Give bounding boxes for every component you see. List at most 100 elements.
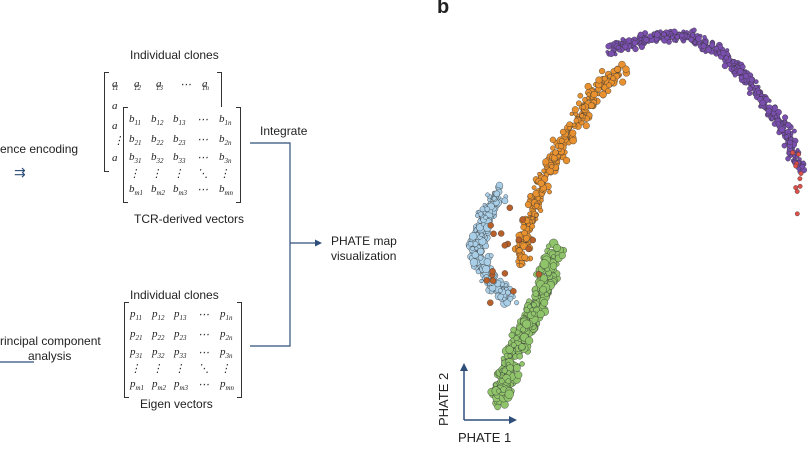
scatter-point — [485, 192, 490, 198]
scatter-point — [557, 147, 562, 152]
matrix-b-cell: b2n — [219, 133, 232, 148]
matrix-b-cell: b12 — [151, 113, 164, 128]
matrix-b-cell: b31 — [129, 151, 142, 166]
scatter-point — [469, 258, 479, 267]
x-axis-label: PHATE 1 — [458, 430, 512, 445]
matrix-p-cell: p3n — [220, 346, 233, 361]
matrix-p-cell: pm3 — [174, 378, 189, 393]
scatter-point — [516, 247, 523, 254]
scatter-point — [638, 44, 645, 51]
scatter-point — [787, 139, 793, 146]
scatter-point — [723, 55, 729, 61]
scatter-point — [503, 283, 508, 288]
x-axis-arrowhead — [509, 416, 517, 424]
scatter-point — [700, 43, 707, 49]
scatter-point — [588, 102, 595, 109]
scatter-point — [622, 43, 629, 50]
scatter-point — [573, 117, 580, 124]
matrix-b-cell: b23 — [173, 133, 186, 148]
scatter-point — [775, 121, 781, 127]
matrix-p-cell: p31 — [130, 346, 143, 361]
scatter-point — [632, 45, 639, 53]
scatter-point — [691, 27, 697, 33]
scatter-point — [705, 46, 712, 53]
scatter-point — [530, 216, 535, 221]
scatter-point — [580, 104, 587, 110]
matrix-b-cell: ⋯ — [197, 184, 208, 196]
sequence-encoding-label: ence encoding — [0, 142, 79, 156]
scatter-point — [514, 300, 520, 306]
scatter-point — [471, 251, 479, 259]
scatter-point — [732, 72, 738, 78]
scatter-point — [497, 288, 503, 294]
scatter-point — [549, 163, 555, 169]
matrix-p-cell: ⋱ — [198, 363, 209, 375]
scatter-point — [576, 100, 582, 107]
scatter-point — [479, 279, 484, 284]
scatter-point — [529, 223, 536, 230]
matrix-b-cell: ⋯ — [197, 114, 208, 126]
scatter-point — [579, 113, 585, 119]
scatter-point — [569, 129, 577, 137]
scatter-point — [542, 158, 550, 166]
scatter-point — [713, 45, 719, 52]
matrix-p-cell: ⋯ — [198, 379, 209, 391]
scatter-point — [483, 258, 492, 266]
matrix-p-cell: ⋯ — [198, 347, 209, 359]
matrix-b-cell: b3n — [219, 151, 232, 166]
scatter-point — [664, 35, 670, 41]
scatter-point — [692, 40, 697, 45]
matrix-b-cell: ⋮ — [129, 168, 140, 180]
scatter-point — [785, 121, 792, 129]
scatter-point — [519, 361, 525, 367]
scatter-point — [614, 66, 621, 73]
scatter-point — [478, 211, 484, 217]
matrix-p-cell: p23 — [174, 328, 187, 343]
scatter-point — [598, 67, 606, 75]
matrix-p-cell: p22 — [152, 328, 165, 343]
matrix-b-cell: b1n — [219, 113, 232, 128]
scatter-point — [502, 296, 507, 301]
scatter-point — [679, 32, 685, 39]
scatter-point — [601, 75, 608, 82]
scatter-point — [577, 92, 584, 99]
scatter-point — [606, 82, 612, 89]
scatter-point — [571, 106, 579, 114]
scatter-point — [569, 136, 577, 145]
scatter-point — [759, 99, 766, 106]
scatter-point — [468, 241, 474, 247]
scatter-point — [493, 190, 500, 198]
matrix-p-cell: p2n — [220, 328, 233, 343]
scatter-point — [538, 207, 544, 213]
matrix-p-cell: ⋯ — [198, 309, 209, 321]
scatter-point — [559, 128, 567, 136]
scatter-point — [470, 246, 476, 251]
scatter-point — [795, 147, 800, 152]
scatter-point — [535, 195, 541, 202]
matrix-p-cell: ⋮ — [174, 363, 185, 375]
scatter-point — [477, 255, 484, 261]
scatter-point — [534, 213, 539, 218]
scatter-point — [695, 35, 702, 42]
phate-map-label-line2: visualization — [331, 249, 397, 263]
matrix-p-cell: p11 — [130, 308, 142, 323]
scatter-point — [622, 65, 630, 73]
scatter-point — [605, 43, 612, 50]
matrix-b-cell: ⋮ — [219, 168, 230, 180]
matrix-b-cell: ⋱ — [197, 168, 208, 180]
scatter-point — [537, 179, 545, 187]
matrix-b-cell: bm3 — [173, 183, 188, 198]
top-matrix-caption: TCR-derived vectors — [134, 212, 245, 226]
scatter-point — [631, 40, 638, 47]
scatter-point — [738, 74, 744, 81]
scatter-point — [647, 33, 654, 40]
matrix-p-cell: p13 — [174, 308, 187, 323]
scatter-point — [784, 134, 789, 140]
scatter-point — [619, 78, 627, 86]
scatter-point — [748, 76, 755, 83]
scatter-point — [615, 45, 621, 50]
scatter-point — [661, 31, 667, 38]
scatter-point — [782, 114, 789, 121]
